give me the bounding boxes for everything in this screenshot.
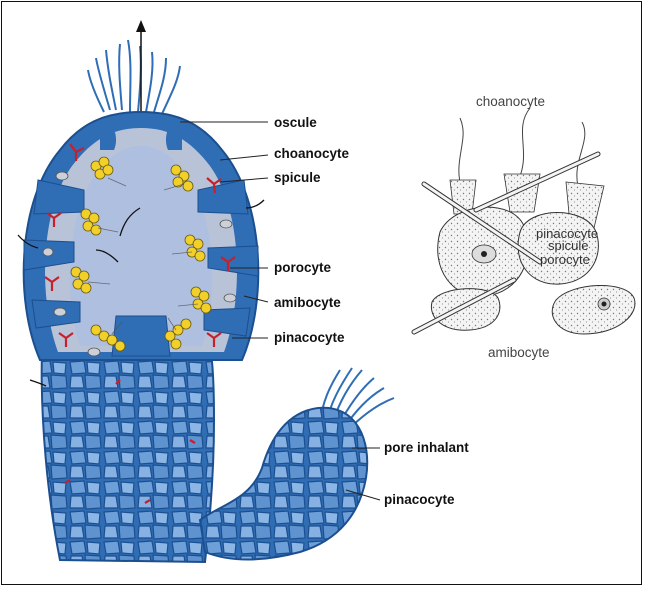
oscule-flagella [88, 40, 180, 114]
bud [200, 368, 394, 560]
cell-sketch [414, 108, 635, 334]
label-pinacocyte: pinacocyte [274, 330, 345, 345]
cell-label-spicule: spicule [548, 238, 588, 253]
cell-label-porocyte: porocyte [540, 252, 590, 267]
cell-label-choanocyte: choanocyte [476, 94, 545, 109]
sponge-base [42, 340, 214, 562]
label-spicule: spicule [274, 170, 321, 185]
label-amibocyte: amibocyte [274, 295, 341, 310]
sponge-body [18, 20, 394, 562]
label-choanocyte: choanocyte [274, 146, 350, 161]
label-pinacocyte-bud: pinacocyte [384, 492, 455, 507]
cell-label-amibocyte: amibocyte [488, 345, 550, 360]
label-porocyte: porocyte [274, 260, 332, 275]
outflow-arrow [136, 20, 146, 120]
label-oscule: oscule [274, 115, 317, 130]
label-pore-inhalant: pore inhalant [384, 440, 469, 455]
